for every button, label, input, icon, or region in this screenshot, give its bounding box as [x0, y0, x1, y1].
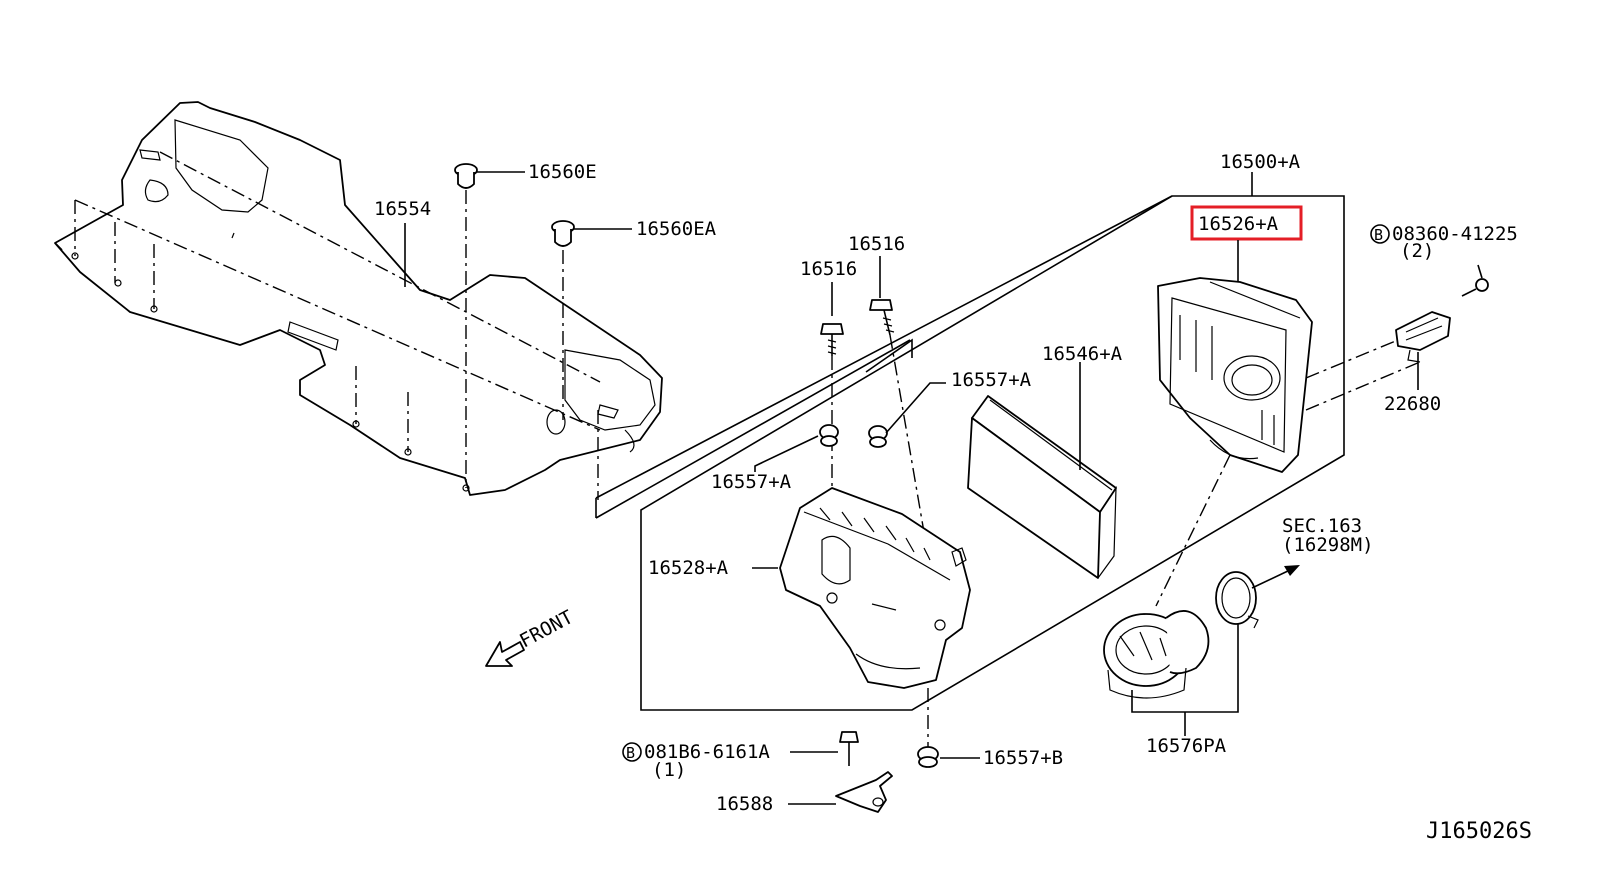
svg-text:B: B	[626, 744, 635, 762]
bolt-081B6-part[interactable]	[839, 731, 859, 766]
label-16557A-lower[interactable]: 16557+A	[711, 471, 792, 493]
bolt-symbol-08360: B	[1370, 224, 1390, 244]
label-081B6-qty: (1)	[652, 759, 686, 781]
label-16554[interactable]: 16554	[374, 198, 431, 220]
label-16557B[interactable]: 16557+B	[983, 747, 1063, 769]
air-inlet-duct-part[interactable]	[1103, 610, 1210, 699]
bracket-16588-part[interactable]	[835, 771, 893, 813]
air-cleaner-cover-part[interactable]	[1157, 277, 1313, 473]
air-cleaner-lower-case-part[interactable]	[779, 487, 971, 689]
diagram-id: J165026S	[1426, 819, 1532, 844]
label-16546A[interactable]: 16546+A	[1042, 343, 1123, 365]
label-sec-163-part: (16298M)	[1282, 534, 1374, 556]
grommet-16557A-b-part[interactable]	[868, 425, 888, 448]
label-front: FRONT	[516, 606, 577, 652]
label-081B6-6161A[interactable]: 081B6-6161A	[644, 741, 770, 763]
label-08360-41225[interactable]: 08360-41225	[1392, 223, 1518, 245]
bolt-16516-a-part[interactable]	[820, 323, 844, 356]
bolt-08360-part[interactable]	[1461, 278, 1489, 297]
front-arrow-icon	[485, 641, 525, 667]
label-22680[interactable]: 22680	[1384, 393, 1441, 415]
label-sec-163[interactable]: SEC.163	[1282, 515, 1362, 537]
grommet-16557B-part[interactable]	[917, 746, 939, 768]
label-16560EA[interactable]: 16560EA	[636, 218, 717, 240]
clip-16560EA-part[interactable]	[551, 220, 575, 247]
label-16588[interactable]: 16588	[716, 793, 773, 815]
highlight-box-16526A	[1190, 205, 1303, 241]
air-filter-element-part[interactable]	[967, 395, 1117, 579]
label-16516-upper[interactable]: 16516	[848, 233, 905, 255]
mass-air-flow-sensor-part[interactable]	[1395, 311, 1451, 363]
bolt-symbol-081B6: B	[622, 742, 642, 762]
label-16560E[interactable]: 16560E	[528, 161, 597, 183]
label-16528A[interactable]: 16528+A	[648, 557, 729, 579]
label-16526A[interactable]: 16526+A	[1198, 213, 1279, 235]
engine-undercover-part[interactable]	[54, 101, 663, 496]
svg-text:B: B	[1374, 226, 1383, 244]
hose-clamp-part[interactable]	[1215, 571, 1259, 629]
grommet-16557A-a-part[interactable]	[819, 424, 839, 447]
label-16500A[interactable]: 16500+A	[1220, 151, 1301, 173]
label-08360-qty: (2)	[1400, 240, 1434, 262]
label-16557A-upper[interactable]: 16557+A	[951, 369, 1032, 391]
label-16576PA[interactable]: 16576PA	[1146, 735, 1227, 757]
label-16516-lower[interactable]: 16516	[800, 258, 857, 280]
bolt-16516-b-part[interactable]	[869, 299, 895, 336]
section-reference-arrow	[1251, 565, 1300, 589]
clip-16560E-part[interactable]	[454, 163, 478, 189]
